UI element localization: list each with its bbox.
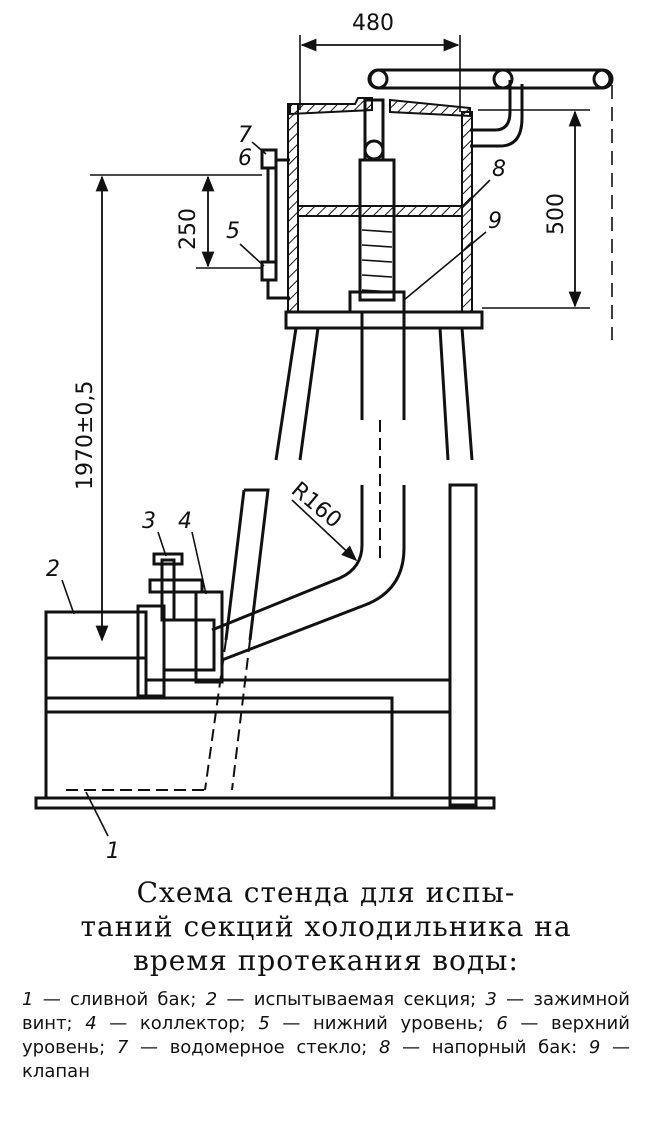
dimension-label-radius: R160 — [286, 477, 346, 533]
callout-3: 3 — [142, 509, 156, 534]
legend-number: 9 — [588, 1037, 601, 1058]
dimension-480: 480 — [299, 11, 461, 112]
legend-text: зажимной винт; — [22, 989, 630, 1034]
caption-title-line: таний секций холодильника на — [80, 910, 572, 943]
dimension-label-tank-height: 500 — [544, 193, 569, 235]
lever-arm — [367, 68, 614, 340]
legend-number: 1 — [22, 989, 34, 1010]
callout-1: 1 — [106, 839, 120, 864]
callouts: 7 6 5 8 9 3 4 2 1 — [46, 123, 506, 864]
dimension-label-level-gap: 250 — [176, 208, 201, 250]
legend-text: сливной бак; — [69, 989, 197, 1010]
legend-number: 5 — [258, 1013, 270, 1034]
callout-7: 7 — [238, 123, 252, 148]
legend-text: испытываемая секция; — [253, 989, 477, 1010]
callout-4: 4 — [178, 509, 192, 534]
water-gauge-glass — [260, 148, 290, 300]
dimension-label-width: 480 — [352, 11, 394, 36]
figure-caption: Схема стенда для испы- таний секций холо… — [0, 876, 652, 1084]
dimension-250: 250 — [176, 174, 262, 269]
legend-number: 8 — [378, 1037, 391, 1058]
pressure-tank — [284, 80, 524, 330]
stand-frame — [204, 312, 478, 807]
legend-number: 4 — [85, 1013, 97, 1034]
caption-legend: 1 — сливной бак; 2 — испытываемая секция… — [22, 989, 630, 1082]
legend-text: нижний уровень; — [313, 1013, 484, 1034]
caption-title: Схема стенда для испы- таний секций холо… — [18, 876, 634, 978]
drain-tank — [34, 678, 496, 810]
dimension-500: 500 — [478, 109, 590, 309]
dimension-1970: 1970±0,5 — [73, 174, 196, 642]
legend-text: напорный бак: — [431, 1037, 578, 1058]
callout-8: 8 — [492, 157, 506, 182]
callout-2: 2 — [46, 557, 60, 582]
legend-number: 3 — [485, 989, 497, 1010]
dimension-label-stand-height: 1970±0,5 — [73, 381, 98, 490]
tested-section — [44, 552, 224, 700]
legend-text: клапан — [22, 1061, 90, 1082]
legend-number: 7 — [116, 1037, 129, 1058]
caption-title-line: время протекания воды: — [133, 944, 519, 977]
callout-6: 6 — [238, 146, 252, 171]
callout-9: 9 — [488, 209, 502, 234]
legend-number: 2 — [205, 989, 218, 1010]
callout-5: 5 — [226, 219, 240, 244]
legend-text: водомерное стекло; — [169, 1037, 368, 1058]
legend-text: коллектор; — [139, 1013, 246, 1034]
caption-title-line: Схема стенда для испы- — [136, 876, 516, 909]
legend-text: верхний уровень; — [22, 1013, 630, 1058]
legend-number: 6 — [496, 1013, 508, 1034]
test-stand-diagram: 480 500 — [34, 11, 614, 864]
